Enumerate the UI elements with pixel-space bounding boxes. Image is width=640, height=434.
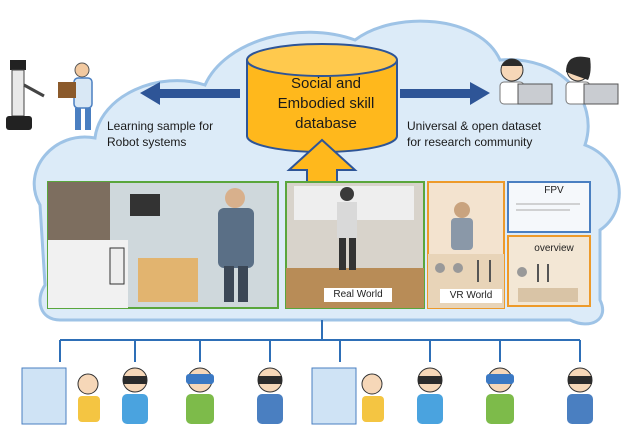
- kitchen-simulation-panel: [47, 181, 279, 309]
- fpv-label: FPV: [544, 185, 564, 196]
- database-label-line2: Embodied skill: [277, 95, 375, 112]
- vr-user-icon: [486, 367, 514, 424]
- database-label: Social and Embodied skill database: [252, 74, 400, 134]
- vr-world-label: VR World: [440, 289, 502, 303]
- database-label-line3: database: [295, 115, 357, 132]
- overview-panel: [507, 235, 591, 307]
- vr-user-icon: [311, 367, 384, 425]
- robot-caption-line1: Learning sample for: [107, 119, 214, 133]
- researcher-icon: [565, 56, 619, 105]
- right-arrow: [400, 82, 490, 105]
- vr-user-icon: [186, 367, 214, 424]
- robot-caption-line2: Robot systems: [107, 135, 187, 149]
- database-cylinder: [246, 43, 398, 153]
- vr-user-icon: [122, 367, 148, 424]
- real-world-label: Real World: [324, 288, 392, 302]
- database-label-line1: Social and: [290, 75, 362, 92]
- connector-tree: [59, 320, 581, 362]
- real-world-panel: [285, 181, 425, 309]
- vr-user-icon: [21, 367, 100, 425]
- vr-user-icon: [257, 367, 283, 424]
- overview-label: overview: [534, 243, 574, 254]
- dataset-caption: Universal & open dataset for research co…: [407, 118, 577, 150]
- fpv-panel: [507, 181, 591, 233]
- vr-user-icon: [417, 367, 443, 424]
- robot-icon: [6, 60, 45, 130]
- dataset-caption-line2: for research community: [407, 135, 533, 149]
- left-arrow: [140, 82, 240, 105]
- dataset-caption-line1: Universal & open dataset: [407, 119, 542, 133]
- robot-learning-caption: Learning sample for Robot systems: [107, 118, 267, 150]
- human-carrying-box-icon: [58, 62, 93, 130]
- researcher-icon: [499, 58, 553, 105]
- vr-user-icon: [567, 367, 593, 424]
